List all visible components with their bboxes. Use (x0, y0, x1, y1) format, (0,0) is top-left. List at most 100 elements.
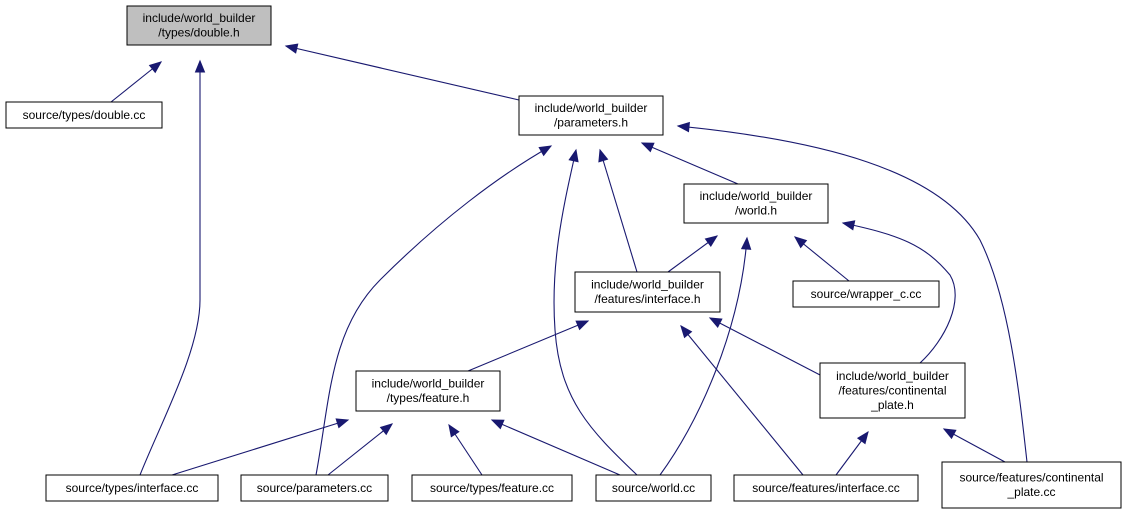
node-cplate-cc[interactable]: source/features/continental_plate.cc (941, 461, 1122, 509)
edge-line (467, 320, 589, 372)
node-box (240, 474, 389, 502)
node-tinterface-cc[interactable]: source/types/interface.cc (45, 474, 219, 502)
arrowhead-icon (379, 423, 394, 436)
node-box (45, 474, 219, 502)
edge-line (139, 61, 201, 476)
arrowhead-icon (680, 324, 693, 339)
edge-world_cc-to-world_h (659, 236, 752, 476)
node-label-line: include/world_builder (591, 278, 704, 292)
node-label-line: source/wrapper_c.cc (811, 287, 922, 301)
node-label-line: source/types/double.cc (23, 108, 146, 122)
arrowhead-icon (640, 142, 655, 153)
edge-line (171, 419, 349, 476)
node-box (733, 474, 919, 502)
node-label-line: /types/double.h (158, 26, 239, 40)
edge-world_cc-to-parameters_h (553, 148, 638, 476)
edge-finterface_h-to-world_h (667, 235, 719, 273)
node-box (941, 461, 1122, 509)
edge-tinterface_cc-to-feature_h (171, 418, 350, 476)
edge-world_cc-to-feature_h (490, 419, 621, 476)
arrowhead-icon (490, 419, 505, 430)
node-double-cc[interactable]: source/types/double.cc (5, 101, 163, 129)
node-world-cc[interactable]: source/world.cc (595, 474, 712, 502)
node-label-line: _plate.h (870, 398, 914, 412)
node-label-line: /world.h (735, 204, 777, 218)
node-box (126, 5, 272, 46)
node-world-h[interactable]: include/world_builder/world.h (683, 183, 829, 224)
node-box (355, 370, 501, 412)
edge-tfeature_cc-to-feature_h (448, 423, 483, 476)
nodes-layer: include/world_builder/types/double.hsour… (5, 5, 1122, 509)
node-box (683, 183, 829, 224)
edge-parameters_cc-to-feature_h (327, 423, 394, 476)
edge-line (315, 145, 552, 476)
edge-line (943, 428, 1006, 463)
edge-feature_h-to-finterface_h (467, 320, 590, 372)
edge-world_h-to-parameters_h (640, 142, 739, 185)
edge-cplate_h-to-finterface_h (708, 317, 823, 377)
edge-parameters_h-to-double_h (284, 43, 520, 101)
edge-line (659, 237, 748, 476)
arrowhead-icon (856, 430, 869, 445)
edge-line (553, 149, 638, 476)
node-label-line: include/world_builder (836, 369, 949, 383)
node-box (792, 280, 940, 308)
arrowhead-icon (740, 236, 752, 250)
arrowhead-icon (568, 148, 579, 163)
node-label-line: /parameters.h (554, 116, 628, 130)
node-parameters-h[interactable]: include/world_builder/parameters.h (518, 95, 664, 136)
edge-cplate_h-to-world_h (841, 220, 956, 364)
edge-line (677, 125, 1028, 463)
arrowhead-icon (841, 220, 856, 231)
node-box (819, 362, 966, 419)
node-label-line: include/world_builder (143, 11, 256, 25)
edge-line (680, 325, 804, 476)
arrowhead-icon (704, 235, 719, 248)
node-label-line: /types/feature.h (387, 391, 470, 405)
edge-finterface_cc-to-finterface_h (680, 324, 804, 476)
node-box (411, 474, 573, 502)
edge-finterface_h-to-parameters_h (598, 148, 638, 273)
edge-line (842, 222, 956, 364)
edge-cplate_cc-to-parameters_h (676, 121, 1028, 463)
node-feature-h[interactable]: include/world_builder/types/feature.h (355, 370, 501, 412)
node-wrapper-cc[interactable]: source/wrapper_c.cc (792, 280, 940, 308)
node-box (518, 95, 664, 136)
arrowhead-icon (942, 428, 957, 440)
arrowhead-icon (708, 317, 723, 328)
node-tfeature-cc[interactable]: source/types/feature.cc (411, 474, 573, 502)
arrowhead-icon (148, 61, 163, 74)
node-label-line: /features/continental (838, 383, 946, 397)
node-label-line: source/world.cc (612, 481, 695, 495)
edge-line (327, 423, 393, 476)
edge-tinterface_cc-to-double_h (139, 59, 206, 476)
node-box (574, 271, 721, 313)
node-finterface-h[interactable]: include/world_builder/features/interface… (574, 271, 721, 313)
edge-finterface_cc-to-cplate_h (835, 430, 869, 476)
edges-layer (110, 43, 1028, 476)
arrowhead-icon (575, 320, 590, 331)
arrowhead-icon (676, 121, 690, 133)
node-double-h: include/world_builder/types/double.h (126, 5, 272, 46)
arrowhead-icon (448, 423, 460, 438)
edge-wrapper_cc-to-world_h (793, 236, 850, 282)
node-label-line: source/features/interface.cc (752, 481, 899, 495)
node-finterface-cc[interactable]: source/features/interface.cc (733, 474, 919, 502)
node-label-line: _plate.cc (1006, 485, 1055, 499)
arrowhead-icon (335, 418, 350, 429)
node-label-line: include/world_builder (700, 189, 813, 203)
node-label-line: include/world_builder (372, 377, 485, 391)
node-label-line: /features/interface.h (594, 292, 700, 306)
edge-double_cc-to-double_h (110, 61, 163, 103)
node-parameters-cc[interactable]: source/parameters.cc (240, 474, 389, 502)
arrowhead-icon (793, 236, 808, 249)
edge-line (709, 317, 823, 377)
node-cplate-h[interactable]: include/world_builder/features/continent… (819, 362, 966, 419)
node-label-line: source/types/feature.cc (430, 481, 554, 495)
arrowhead-icon (598, 148, 609, 163)
edge-line (794, 236, 850, 282)
node-box (595, 474, 712, 502)
edge-cplate_cc-to-cplate_h (942, 428, 1006, 463)
arrowhead-icon (194, 59, 206, 73)
